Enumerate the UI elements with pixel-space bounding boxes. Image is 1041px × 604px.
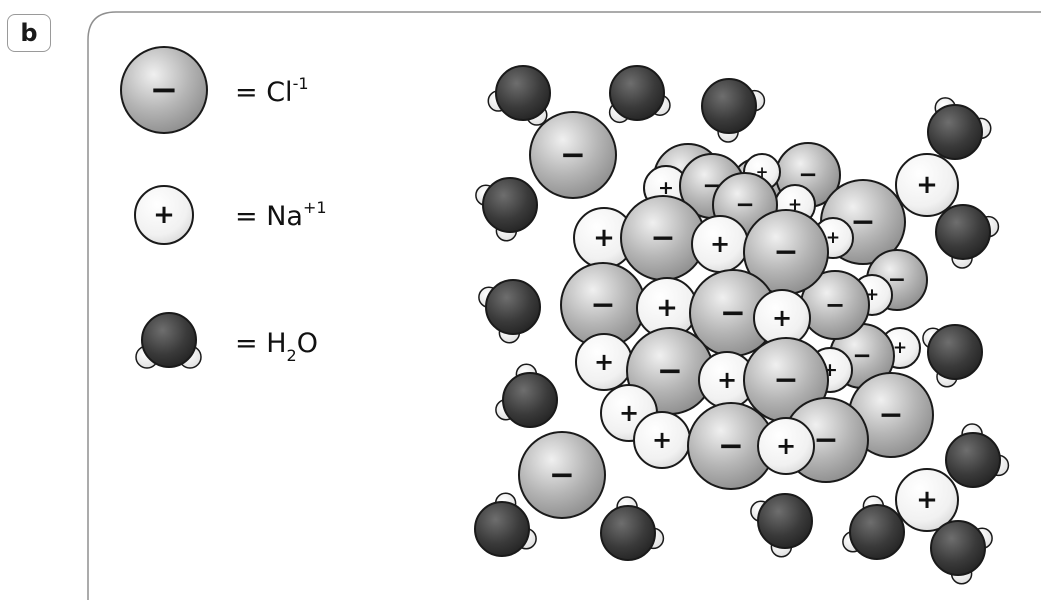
water-molecule [927, 97, 992, 160]
sodium-ion: + [895, 468, 959, 532]
svg-text:−: − [850, 205, 875, 240]
svg-text:−: − [650, 221, 675, 256]
svg-text:−: − [798, 162, 817, 188]
water-molecule [935, 204, 1000, 269]
sodium-ion: + [895, 153, 959, 217]
svg-text:−: − [888, 268, 906, 293]
svg-text:−: − [852, 343, 871, 369]
svg-text:−: − [773, 235, 798, 270]
sodium-ion: + [753, 289, 811, 347]
sodium-ion: + [698, 351, 756, 409]
svg-text:+: + [652, 426, 672, 454]
svg-text:+: + [916, 170, 938, 200]
water-molecule [930, 520, 993, 585]
water-molecule [487, 65, 551, 126]
panel-label: b [7, 14, 51, 52]
svg-text:−: − [560, 137, 586, 173]
legend-chloride-icon: − [120, 46, 208, 134]
svg-text:+: + [772, 304, 792, 332]
water-molecule [701, 78, 766, 143]
water-molecule [945, 423, 1010, 488]
water-molecule [922, 324, 983, 388]
chloride-ion: − [800, 270, 870, 340]
water-molecule [495, 363, 558, 428]
chloride-ion: − [620, 195, 706, 281]
svg-text:+: + [594, 348, 614, 376]
water-molecule [600, 496, 665, 561]
sodium-ion: + [575, 333, 633, 391]
legend-chloride-label: = Cl-1 [235, 74, 309, 108]
chloride-ion: − [518, 431, 606, 519]
svg-text:−: − [735, 192, 754, 218]
panel-border [87, 11, 1041, 600]
sodium-ion: + [757, 417, 815, 475]
legend-chloride-symbol: − [150, 70, 179, 110]
chloride-ion: − [743, 337, 829, 423]
water-molecule [608, 65, 671, 124]
svg-text:−: − [825, 291, 845, 319]
chloride-ion: − [529, 111, 617, 199]
svg-text:+: + [658, 177, 674, 199]
svg-text:−: − [549, 457, 575, 493]
svg-text:+: + [826, 228, 840, 248]
svg-text:+: + [717, 366, 737, 394]
svg-text:−: − [878, 398, 903, 433]
legend-sodium-label: = Na+1 [235, 198, 327, 232]
svg-text:−: − [718, 428, 744, 464]
legend-sodium-icon: + [134, 185, 194, 245]
chloride-ion: − [848, 372, 934, 458]
svg-text:+: + [656, 293, 678, 323]
sodium-ion: + [633, 411, 691, 469]
svg-text:−: − [720, 295, 746, 331]
legend: − = Cl-1 + = Na+1 = H2O [120, 46, 327, 369]
sodium-ion: + [691, 215, 749, 273]
svg-text:+: + [893, 338, 907, 358]
svg-text:−: − [657, 353, 683, 389]
molecule-scene: −−−+++−+−−−+++−−+−+−−+−++−++−−++−−+−+−+ [474, 65, 1010, 585]
svg-text:−: − [813, 423, 838, 458]
legend-sodium-symbol: + [153, 200, 175, 230]
svg-text:−: − [590, 288, 615, 323]
chloride-ion: − [687, 402, 775, 490]
svg-text:+: + [593, 223, 615, 253]
svg-text:+: + [916, 485, 938, 515]
water-molecule [474, 492, 537, 557]
svg-text:+: + [776, 432, 796, 460]
legend-water-label: = H2O [235, 328, 318, 365]
water-molecule [750, 493, 813, 558]
water-molecule [475, 177, 538, 242]
legend-water-icon [135, 312, 202, 369]
chloride-ion: − [689, 269, 777, 357]
chloride-ion: − [560, 262, 646, 348]
svg-text:−: − [773, 363, 798, 398]
svg-text:+: + [619, 399, 639, 427]
water-molecule [478, 279, 541, 344]
water-molecule [842, 495, 905, 560]
svg-text:+: + [710, 230, 730, 258]
